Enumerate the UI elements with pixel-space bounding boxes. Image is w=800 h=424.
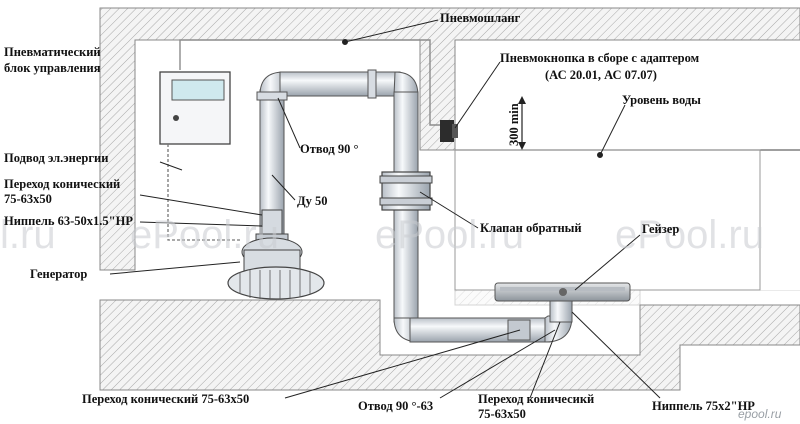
pneumatic-control-unit: [159, 71, 231, 145]
generator: [227, 209, 325, 300]
geyser-nozzle: [494, 282, 631, 302]
label-reducer-bottom-left: Переход конический 75-63х50: [82, 392, 249, 406]
label-reducer-top-line2: 75-63х50: [4, 192, 52, 206]
watermarks: l.ru ePool.ru ePool.ru ePool.ru epool.ru: [0, 213, 782, 421]
label-button-line1: Пневмокнопка в сборе с адаптером: [500, 51, 700, 65]
label-power-supply: Подвод эл.энергии: [4, 151, 108, 165]
label-generator: Генератор: [30, 267, 87, 281]
label-nipple-right: Ниппель 75х2"НР: [652, 399, 755, 413]
label-control-unit-line1: Пневматический: [4, 45, 101, 59]
depth-label: 300 min: [507, 103, 521, 146]
label-elbow-90-63: Отвод 90 °-63: [358, 399, 433, 413]
label-pneumohose: Пневмошланг: [440, 11, 521, 25]
watermark-3: ePool.ru: [375, 213, 524, 257]
label-nipple-left: Ниппель 63-50х1.5"НР: [4, 214, 133, 228]
label-reducer-bottom-mid-line2: 75-63х50: [478, 407, 526, 421]
labels: Пневмошланг Пневматический блок управлен…: [4, 11, 755, 421]
label-reducer-top-line1: Переход конический: [4, 177, 120, 191]
pneumohose-line: [179, 39, 448, 126]
control-unit-button: [173, 115, 179, 121]
pipe-top-horizontal: [279, 71, 401, 97]
label-reducer-bottom-mid-line1: Переход коничесикй: [478, 392, 594, 406]
label-button-line2: (АС 20.01, АС 07.07): [545, 68, 657, 82]
power-supply-line: [167, 144, 240, 241]
pool-water: [455, 150, 800, 290]
label-water-level: Уровень воды: [622, 93, 701, 107]
label-du50: Ду 50: [297, 194, 327, 208]
label-control-unit-line2: блок управления: [4, 61, 101, 75]
control-unit-display: [171, 79, 225, 101]
floor-hatch: [99, 299, 800, 391]
leader-lines: [109, 19, 661, 399]
watermark-corner: epool.ru: [738, 407, 782, 421]
depth-dimension: 300 min: [507, 96, 526, 150]
watermark-2: ePool.ru: [130, 213, 279, 257]
watermark-1: l.ru: [0, 213, 56, 257]
label-geyser: Гейзер: [642, 222, 679, 236]
watermark-4: ePool.ru: [615, 213, 764, 257]
coupling-left: [256, 91, 288, 101]
label-elbow-90: Отвод 90 °: [300, 142, 359, 156]
pneumo-button: [440, 120, 458, 142]
coupling-top: [367, 69, 377, 99]
label-check-valve: Клапан обратный: [480, 221, 582, 235]
